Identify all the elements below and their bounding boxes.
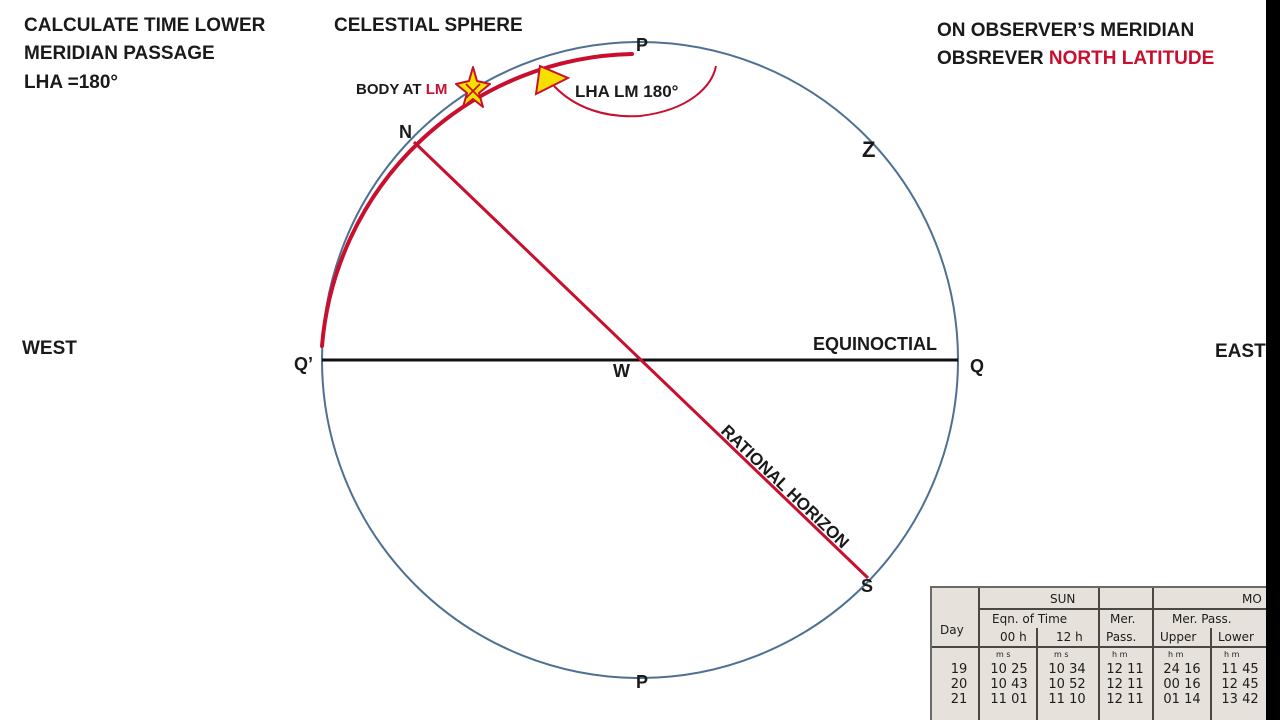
almanac-units: h m [1112,650,1128,659]
observer-prefix: OBSREVER [937,48,1049,69]
almanac-lower-header: Lower [1218,630,1254,644]
q-prime-label: Q’ [294,354,314,374]
right-heading-line-2: OBSREVER NORTH LATITUDE [937,49,1214,68]
almanac-rule [932,646,1268,648]
east-label: EAST [1215,341,1266,362]
almanac-cell-upper: 24 16 [1163,662,1201,677]
title-line-2: MERIDIAN PASSAGE [24,43,215,64]
north-latitude-highlight: NORTH LATITUDE [1048,48,1215,69]
south-point-label: S [861,576,874,596]
pole-top-label: P [636,35,649,55]
almanac-upper-header: Upper [1160,630,1197,644]
almanac-rule [978,608,1268,610]
almanac-cell-upper: 00 16 [1163,677,1201,692]
body-star-cross [465,83,481,99]
almanac-eqn-00-header: 00 h [1000,630,1027,644]
title-line-3: LHA =180° [24,72,119,93]
almanac-divider [1036,628,1038,720]
almanac-cell-eqn00: 10 43 [990,677,1028,692]
almanac-cell-eqn00: 10 25 [990,662,1028,677]
almanac-cell-lower: 11 45 [1221,662,1259,677]
declination-arc [320,52,634,348]
nautical-almanac-excerpt: SUN MO Day Eqn. of Time 00 h 12 h Mer. P… [930,586,1268,720]
right-heading-line-1: ON OBSERVER’S MERIDIAN [937,20,1195,41]
almanac-units: h m [1224,650,1240,659]
almanac-pass-header: Pass. [1106,630,1137,644]
almanac-cell-day: 20 [950,677,968,692]
almanac-cell-eqn00: 11 01 [990,692,1028,707]
almanac-units: m s [996,650,1011,659]
title-line-1: CALCULATE TIME LOWER [24,15,266,36]
rational-horizon-label: RATIONAL HORIZON [717,421,852,552]
almanac-units: h m [1168,650,1184,659]
almanac-cell-lower: 13 42 [1221,692,1259,707]
almanac-cell-mer: 12 11 [1106,692,1144,707]
rational-horizon-line [412,140,870,580]
almanac-moon-header: MO [1242,592,1262,606]
almanac-eqn-header: Eqn. of Time [992,612,1068,626]
almanac-units: m s [1054,650,1069,659]
right-margin [1266,0,1280,720]
almanac-divider [1152,588,1154,720]
almanac-mer-header: Mer. [1110,612,1136,626]
lha-arrow-icon [534,64,571,96]
q-label: Q [970,356,985,376]
lha-arc [553,65,717,118]
lm-highlight: LM [425,81,448,98]
zenith-label: Z [862,137,876,162]
equinoctial-label: EQUINOCTIAL [813,334,937,354]
north-point-label: N [399,122,412,142]
almanac-cell-mer: 12 11 [1106,677,1144,692]
west-point-label: W [613,361,630,381]
body-at-lm-label: BODY AT LM [356,82,447,97]
almanac-cell-lower: 12 45 [1221,677,1259,692]
body-at-prefix: BODY AT [356,81,426,98]
almanac-divider [978,588,980,720]
almanac-cell-day: 21 [950,692,968,707]
body-star-icon [455,66,491,108]
almanac-cell-eqn12: 10 52 [1048,677,1086,692]
almanac-cell-day: 19 [950,662,968,677]
almanac-mer-pass-header: Mer. Pass. [1172,612,1232,626]
left-margin [0,0,12,720]
pole-bottom-label: P [636,672,649,692]
almanac-cell-mer: 12 11 [1106,662,1144,677]
almanac-divider [1098,588,1100,720]
almanac-divider [1210,628,1212,720]
almanac-eqn-12-header: 12 h [1056,630,1083,644]
almanac-cell-eqn12: 10 34 [1048,662,1086,677]
almanac-day-header: Day [940,623,964,637]
west-label: WEST [22,338,77,359]
almanac-cell-eqn12: 11 10 [1048,692,1086,707]
almanac-sun-header: SUN [1050,592,1076,606]
center-title: CELESTIAL SPHERE [334,15,523,36]
lha-lm-label: LHA LM 180° [575,82,679,101]
almanac-cell-upper: 01 14 [1163,692,1201,707]
